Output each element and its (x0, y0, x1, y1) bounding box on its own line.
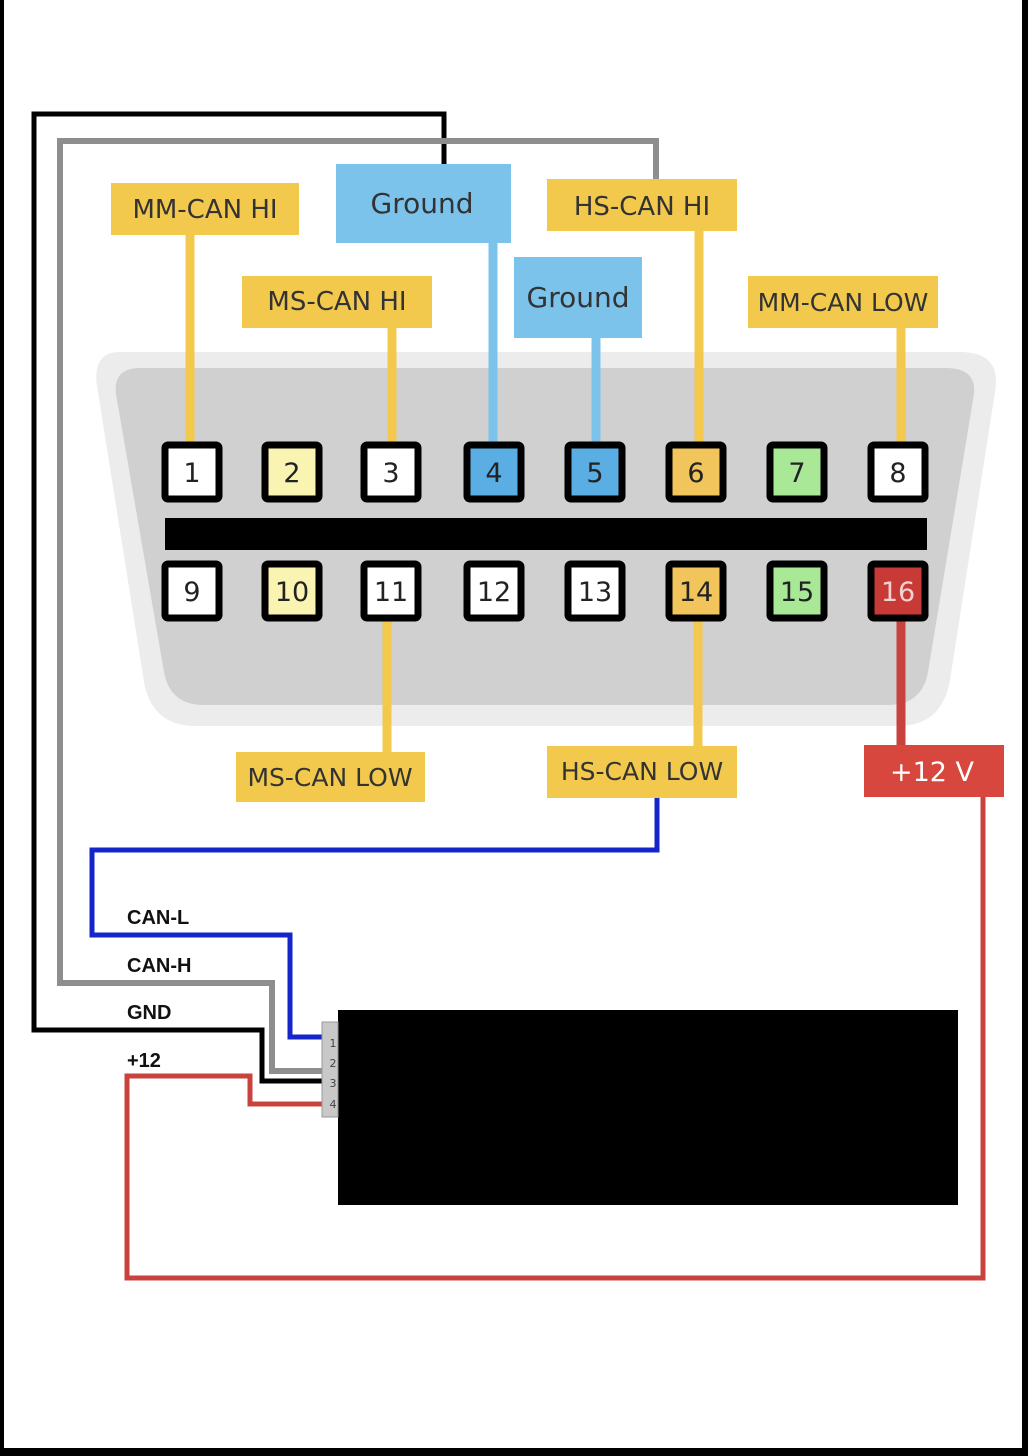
svg-text:HS-CAN LOW: HS-CAN LOW (561, 757, 723, 786)
pin-number: 9 (183, 577, 200, 608)
svg-text:MM-CAN HI: MM-CAN HI (132, 195, 277, 225)
pin-number: 1 (183, 458, 200, 489)
pin-number: 3 (382, 458, 399, 489)
pin-5: 5 (564, 441, 626, 503)
module-box (338, 1010, 958, 1205)
label-ms-can-hi: MS-CAN HI (242, 276, 432, 328)
pin-1: 1 (161, 441, 223, 503)
svg-text:Ground: Ground (371, 187, 474, 220)
svg-text:Ground: Ground (527, 281, 630, 314)
pin-number: 11 (374, 577, 408, 608)
pin-number: 15 (780, 577, 814, 608)
module-connector (321, 1021, 339, 1118)
pin-number: 5 (586, 458, 603, 489)
pin-9: 9 (161, 560, 223, 622)
label-plus-12v: +12 V (864, 745, 1004, 797)
module-connector-pin-2: 2 (330, 1057, 337, 1070)
pin-number: 4 (485, 458, 502, 489)
label-ground-2: Ground (514, 257, 642, 338)
connector-divider-bar (165, 518, 927, 550)
wire-gnd (31, 111, 447, 1084)
pin-10: 10 (261, 560, 323, 622)
pin-number: 6 (687, 458, 704, 489)
module-connector-pin-1: 1 (330, 1037, 337, 1050)
label-hs-can-hi: HS-CAN HI (547, 179, 737, 231)
module-wire-label-can-h: CAN-H (127, 955, 191, 977)
pin-16: 16 (867, 560, 929, 622)
pin-number: 2 (283, 458, 300, 489)
pin-12: 12 (463, 560, 525, 622)
label-ground-1: Ground (336, 164, 511, 243)
wire-can-h (57, 138, 659, 1074)
pin-2: 2 (261, 441, 323, 503)
wire-plus12 (124, 796, 986, 1281)
svg-text:MS-CAN LOW: MS-CAN LOW (247, 763, 412, 792)
pin-number: 7 (788, 458, 805, 489)
module-wire-label-gnd: GND (127, 1002, 171, 1024)
svg-text:MM-CAN LOW: MM-CAN LOW (758, 288, 929, 317)
module-wire-label-plus12: +12 (127, 1050, 161, 1072)
pin-13: 13 (564, 560, 626, 622)
pin-14: 14 (665, 560, 727, 622)
module-connector-pin-3: 3 (330, 1077, 337, 1090)
pin-number: 14 (679, 577, 713, 608)
pin-7: 7 (766, 441, 828, 503)
module-connector-pin-4: 4 (330, 1098, 337, 1111)
module-connector-pins: 1 2 3 4 (330, 1037, 337, 1111)
label-ms-can-low: MS-CAN LOW (236, 752, 425, 802)
svg-text:+12 V: +12 V (890, 757, 975, 788)
pin-number: 12 (477, 577, 511, 608)
pin-4: 4 (463, 441, 525, 503)
pin-11: 11 (360, 560, 422, 622)
wire-can-l (89, 796, 660, 1040)
pin-number: 13 (578, 577, 612, 608)
module-wire-label-can-l: CAN-L (127, 907, 189, 929)
pin-number: 8 (889, 458, 906, 489)
svg-text:MS-CAN HI: MS-CAN HI (267, 287, 406, 317)
pin-number: 10 (275, 577, 309, 608)
pin-6: 6 (665, 441, 727, 503)
label-hs-can-low: HS-CAN LOW (547, 746, 737, 798)
label-mm-can-low: MM-CAN LOW (748, 276, 938, 328)
pin-number: 16 (881, 577, 915, 608)
pin-3: 3 (360, 441, 422, 503)
svg-text:HS-CAN HI: HS-CAN HI (574, 192, 710, 222)
pin-8: 8 (867, 441, 929, 503)
pin-15: 15 (766, 560, 828, 622)
label-mm-can-hi: MM-CAN HI (111, 183, 299, 235)
